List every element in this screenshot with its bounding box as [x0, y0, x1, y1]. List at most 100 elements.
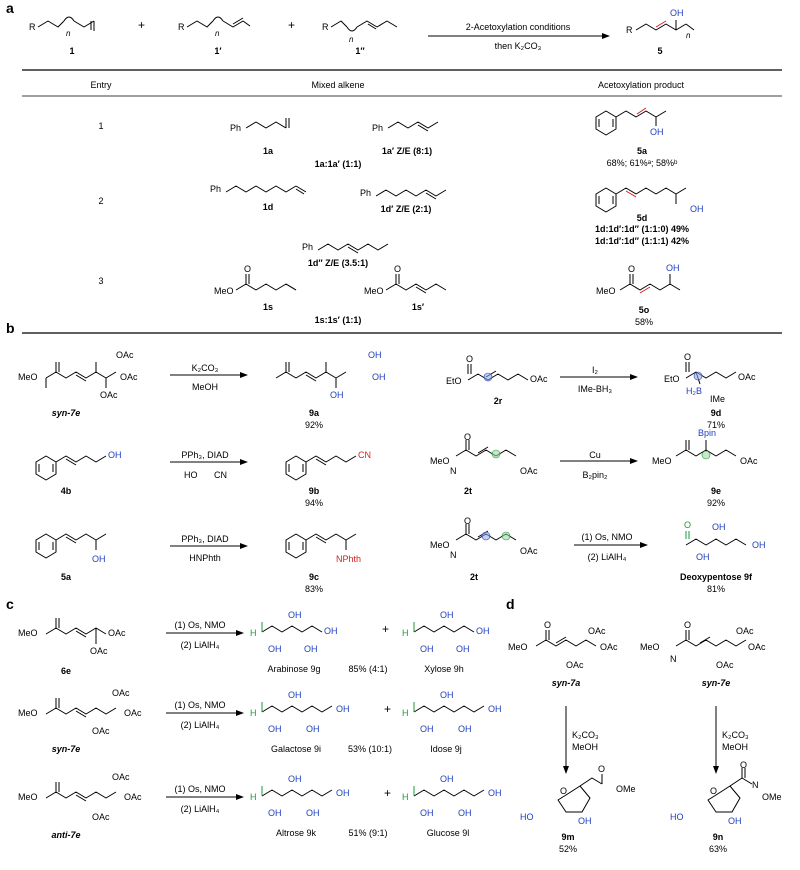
d1-product: 9m: [561, 832, 575, 842]
c2-oh-c: OH: [268, 724, 282, 734]
d1-oh: OH: [578, 816, 592, 826]
b1-yield: 92%: [304, 420, 324, 430]
c3-result: 51% (9:1): [348, 828, 388, 838]
o-5o: O: [628, 264, 636, 274]
b1-product: 9a: [308, 408, 320, 418]
label-5a: 5a: [636, 146, 648, 156]
c2-oh2-b: OH: [488, 704, 502, 714]
c1-oh-c: OH: [268, 644, 282, 654]
c2-sm-label: syn-7e: [51, 744, 81, 754]
ph-1dprime: Ph: [360, 188, 372, 198]
plus-sign-2: +: [288, 18, 296, 32]
c1-oh2-a: OH: [440, 610, 454, 620]
d2-ome: OMe: [762, 792, 782, 802]
label-1dprime: 1d′ Z/E (2:1): [380, 204, 432, 214]
c1-oh2-c: OH: [420, 644, 434, 654]
atom-R-3: R: [322, 22, 329, 32]
yield-5d-line1: 1d:1d′:1d″ (1:1:0) 49%: [595, 224, 689, 234]
c2-h2: H: [402, 708, 409, 718]
b2-sm-label: 2r: [493, 396, 503, 406]
b2-reagent-2: IMe-BH₃: [577, 384, 613, 394]
d2-oac-1: OAc: [736, 626, 754, 636]
b5-reagent-1: PPh₃, DIAD: [181, 534, 229, 544]
b4-bpin: Bpin: [698, 428, 717, 438]
entry-2: 2: [98, 196, 104, 206]
d1-yield: 52%: [558, 844, 578, 854]
b5-reagent-2: HNPhth: [189, 553, 221, 563]
c1-oh2-d: OH: [456, 644, 470, 654]
d2-n: N: [670, 654, 677, 664]
d2-product: 9n: [712, 832, 724, 842]
b2-yield: 71%: [706, 420, 726, 430]
atom-n-2: n: [215, 29, 220, 38]
entry-1: 1: [98, 121, 104, 131]
c2-oac-3: OAc: [92, 726, 110, 736]
c2-h: H: [250, 708, 257, 718]
b6-meo: MeO: [430, 540, 450, 550]
b6-oh-3: OH: [752, 540, 766, 550]
b6-sm-label: 2t: [469, 572, 479, 582]
b2-reagent-1: I₂: [592, 365, 598, 375]
c3-oh-d: OH: [306, 808, 320, 818]
b4-yield: 92%: [706, 498, 726, 508]
b2-eto-p: EtO: [664, 374, 680, 384]
scheme-a-equation: [37, 16, 695, 37]
b3-reagent-ho: HO: [184, 470, 198, 480]
b1-oac-a: OAc: [116, 350, 134, 360]
compound-1dprime-label: 1″: [355, 46, 365, 56]
atom-R-5: R: [626, 25, 633, 35]
c3-meo: MeO: [18, 792, 38, 802]
label-5d: 5d: [636, 213, 648, 223]
c3-h: H: [250, 792, 257, 802]
c3-oh2-a: OH: [440, 774, 454, 784]
conditions-bottom: then K₂CO₃: [494, 41, 542, 51]
c2-oh2-c: OH: [420, 724, 434, 734]
d2-co-o: O: [740, 760, 748, 770]
d2-n-p: N: [752, 780, 759, 790]
c1-h: H: [250, 628, 257, 638]
c2-result: 53% (10:1): [347, 744, 393, 754]
c3-sm-label: anti-7e: [51, 830, 81, 840]
b2-o-p: O: [684, 352, 692, 362]
b6-reagent-1: (1) Os, NMO: [581, 532, 633, 542]
label-1d: 1d: [262, 202, 274, 212]
panel-d-label: d: [506, 596, 515, 612]
ph-1d: Ph: [210, 184, 222, 194]
b1-reagent-1: K₂CO₃: [191, 363, 219, 373]
b3-yield: 94%: [304, 498, 324, 508]
conditions-top: 2-Acetoxylation conditions: [465, 22, 571, 32]
yield-5a: 68%; 61%ᵃ; 58%ᵇ: [606, 158, 678, 168]
b1-sm-label: syn-7e: [51, 408, 81, 418]
meo-5o: MeO: [596, 286, 616, 296]
c2-meo: MeO: [18, 708, 38, 718]
d2-o: O: [684, 620, 692, 630]
c2-reagent-2: (2) LiAlH₄: [180, 720, 220, 730]
b2-ime: IMe: [710, 394, 726, 404]
b1-oh-3: OH: [330, 390, 344, 400]
c3-oac-2: OAc: [124, 792, 142, 802]
c3-oh2-c: OH: [420, 808, 434, 818]
meo-1sprime: MeO: [364, 286, 384, 296]
c3-p2: Glucose 9l: [426, 828, 470, 838]
b1-oh-1: OH: [368, 350, 382, 360]
b3-sm-label: 4b: [60, 486, 72, 496]
plus-sign-1: +: [138, 18, 146, 32]
b1-oac-b: OAc: [120, 372, 138, 382]
atom-n-3: n: [349, 35, 354, 44]
b5-oh: OH: [92, 554, 106, 564]
d1-co-o: O: [598, 764, 606, 774]
c3-p1: Altrose 9k: [275, 828, 317, 838]
yield-5o: 58%: [634, 317, 654, 327]
b5-yield: 83%: [304, 584, 324, 594]
d2-meo: MeO: [640, 642, 660, 652]
b3-reagent-1: PPh₃, DIAD: [181, 450, 229, 460]
c2-oh-a: OH: [288, 690, 302, 700]
b2-product: 9d: [710, 408, 722, 418]
b5-product: 9c: [308, 572, 320, 582]
b2-o: O: [466, 354, 474, 364]
oh-5o: OH: [666, 263, 680, 273]
b2-oac-p: OAc: [738, 372, 756, 382]
c1-reagent-1: (1) Os, NMO: [174, 620, 226, 630]
atom-n-1: n: [66, 29, 71, 38]
d1-reagent-2: MeOH: [572, 742, 599, 752]
